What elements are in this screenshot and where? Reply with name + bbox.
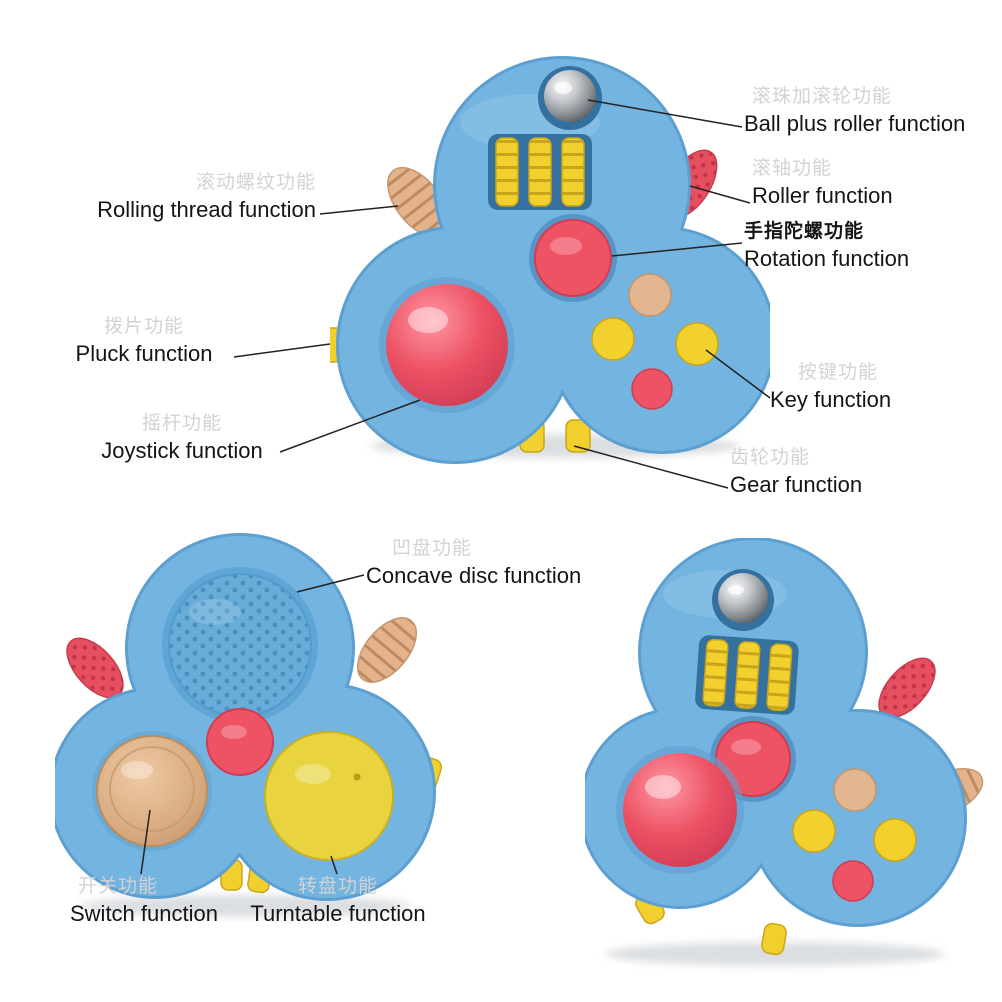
label-key: 按键功能 Key function xyxy=(770,362,891,412)
switch-button-ring xyxy=(109,746,195,832)
fidget-toy-angled-view xyxy=(576,537,1002,978)
label-ball-plus-roller: 滚珠加滚轮功能 Ball plus roller function xyxy=(744,86,965,136)
label-rolling-thread-zh: 滚动螺纹功能 xyxy=(195,172,316,193)
label-rotation-zh: 手指陀螺功能 xyxy=(744,221,865,242)
turntable-highlight xyxy=(295,764,331,784)
label-rotation: 手指陀螺功能 Rotation function xyxy=(744,221,909,271)
fidget-toy-front-svg xyxy=(319,56,776,464)
fidget-toy-front-view xyxy=(319,52,776,464)
rotation-disc-highlight xyxy=(550,237,582,255)
label-ball-plus-roller-zh: 滚珠加滚轮功能 xyxy=(752,86,893,107)
roller-assembly xyxy=(695,635,799,715)
switch-button xyxy=(96,735,208,847)
metal-ball xyxy=(718,573,768,623)
key-buttons xyxy=(792,768,917,902)
key-button-yellow-left xyxy=(792,809,836,853)
joystick-ball xyxy=(623,753,737,867)
label-pluck-zh: 拨片功能 xyxy=(103,316,184,337)
label-joystick-en: Joystick function xyxy=(101,438,263,463)
key-button-tan xyxy=(833,768,877,812)
rotation-disc-highlight xyxy=(221,725,247,739)
joystick-highlight xyxy=(645,775,681,799)
label-concave-disc: 凹盘功能 Concave disc function xyxy=(366,538,581,588)
label-turntable: 转盘功能 Turntable function xyxy=(248,876,428,926)
key-button-tan xyxy=(628,273,672,317)
key-button-yellow-right xyxy=(675,322,719,366)
rotation-disc xyxy=(206,708,274,776)
label-turntable-zh: 转盘功能 xyxy=(297,876,378,897)
metal-ball xyxy=(544,70,596,122)
metal-ball-highlight xyxy=(728,585,744,595)
label-roller: 滚轴功能 Roller function xyxy=(752,158,893,208)
label-concave-disc-en: Concave disc function xyxy=(366,563,582,588)
roller-set xyxy=(702,638,793,712)
label-switch-zh: 开关功能 xyxy=(78,876,159,897)
label-rotation-en: Rotation function xyxy=(744,246,910,271)
label-key-en: Key function xyxy=(770,387,892,412)
label-joystick-zh: 摇杆功能 xyxy=(141,413,222,434)
turntable-disc xyxy=(264,731,394,861)
label-switch: 开关功能 Switch function xyxy=(70,876,218,926)
label-roller-en: Roller function xyxy=(752,183,893,208)
key-button-yellow-left xyxy=(591,317,635,361)
gear-tabs xyxy=(761,922,787,956)
thread-roller xyxy=(357,617,417,683)
metal-ball-highlight xyxy=(554,82,572,94)
key-buttons xyxy=(591,273,719,410)
line-pluck xyxy=(233,343,331,358)
label-joystick: 摇杆功能 Joystick function xyxy=(84,413,280,463)
rotation-disc xyxy=(534,219,612,297)
label-rolling-thread-en: Rolling thread function xyxy=(97,197,316,222)
label-gear-en: Gear function xyxy=(730,472,863,497)
rotation-disc-highlight xyxy=(731,739,761,755)
label-pluck: 拨片功能 Pluck function xyxy=(58,316,230,366)
label-gear-zh: 齿轮功能 xyxy=(730,447,811,468)
label-concave-disc-zh: 凹盘功能 xyxy=(392,538,473,559)
label-ball-plus-roller-en: Ball plus roller function xyxy=(744,111,966,136)
key-button-red xyxy=(631,368,673,410)
joystick-ball xyxy=(386,284,508,406)
label-switch-en: Switch function xyxy=(70,901,218,926)
concave-disc xyxy=(168,573,312,717)
fidget-toy-back-view xyxy=(49,530,455,922)
key-button-yellow-right xyxy=(873,818,917,862)
fidget-toy-back-svg xyxy=(49,533,443,917)
label-turntable-en: Turntable function xyxy=(250,901,426,926)
fidget-toy-angled-svg xyxy=(576,537,984,966)
roller-set xyxy=(495,137,585,207)
joystick-highlight xyxy=(408,307,448,333)
key-button-red xyxy=(832,860,874,902)
label-key-zh: 按键功能 xyxy=(798,362,879,383)
label-rolling-thread: 滚动螺纹功能 Rolling thread function xyxy=(46,172,316,222)
concave-disc-highlight xyxy=(189,599,241,625)
label-pluck-en: Pluck function xyxy=(75,341,213,366)
turntable-notch xyxy=(353,773,361,781)
switch-highlight xyxy=(121,761,153,779)
label-gear: 齿轮功能 Gear function xyxy=(730,447,862,497)
label-roller-zh: 滚轴功能 xyxy=(752,158,833,179)
